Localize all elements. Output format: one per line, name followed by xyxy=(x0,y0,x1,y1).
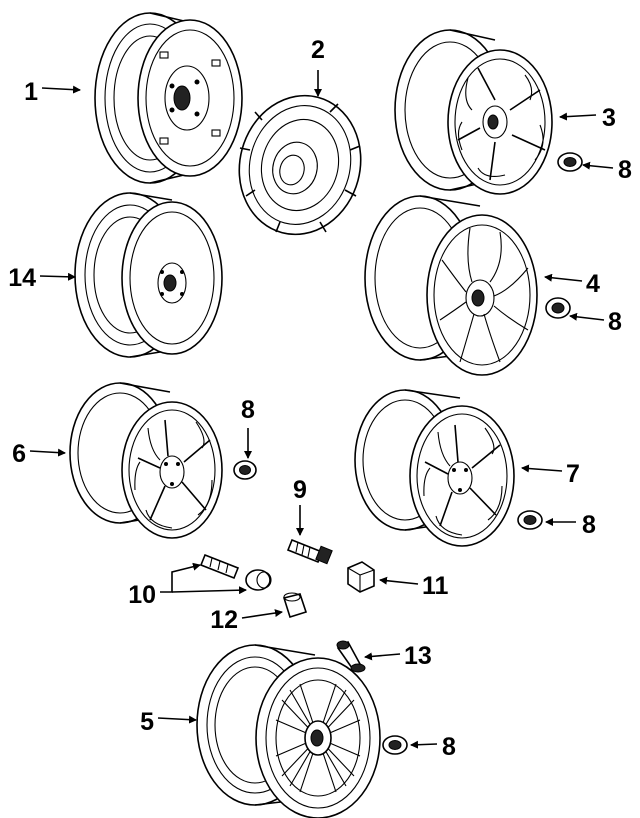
lattice-wheel-part-5 xyxy=(196,644,381,818)
center-cap-part-8a xyxy=(557,152,583,172)
valve-stem-part-13 xyxy=(336,640,366,673)
valve-stem-part-9 xyxy=(286,538,333,565)
lug-cap-part-12 xyxy=(282,592,308,619)
callout-14: 14 xyxy=(8,264,36,292)
callout-10: 10 xyxy=(128,581,156,609)
wheel-cover-part-2 xyxy=(238,94,362,236)
callout-4: 4 xyxy=(586,270,600,298)
callout-8d: 8 xyxy=(582,511,596,539)
callout-8e: 8 xyxy=(442,733,456,761)
callout-8b: 8 xyxy=(608,308,622,336)
lug-nut-part-11 xyxy=(347,561,375,593)
valve-assembly-part-10 xyxy=(199,553,272,591)
callout-8a: 8 xyxy=(618,156,632,184)
callout-11: 11 xyxy=(422,572,449,600)
callout-9: 9 xyxy=(293,476,307,504)
callout-1: 1 xyxy=(24,78,38,106)
callout-3: 3 xyxy=(602,104,616,132)
callout-6: 6 xyxy=(12,440,26,468)
alloy-wheel-part-3 xyxy=(394,29,553,195)
steel-wheel-part-14 xyxy=(74,192,223,358)
center-cap-part-8d xyxy=(517,510,543,530)
spoke-wheel-part-6 xyxy=(69,382,223,539)
callout-12: 12 xyxy=(210,606,238,634)
leader-lines xyxy=(29,70,614,749)
alloy-wheel-part-4 xyxy=(364,195,538,376)
spoke-wheel-part-7 xyxy=(354,389,515,547)
callout-13: 13 xyxy=(404,642,432,670)
callout-5: 5 xyxy=(140,708,154,736)
center-cap-part-8c xyxy=(233,460,257,480)
center-cap-part-8b xyxy=(545,297,571,319)
center-cap-part-8e xyxy=(382,735,408,755)
callout-8c: 8 xyxy=(241,396,255,424)
callout-7: 7 xyxy=(566,460,580,488)
callout-2: 2 xyxy=(311,36,325,64)
steel-wheel-part-1 xyxy=(94,12,243,184)
